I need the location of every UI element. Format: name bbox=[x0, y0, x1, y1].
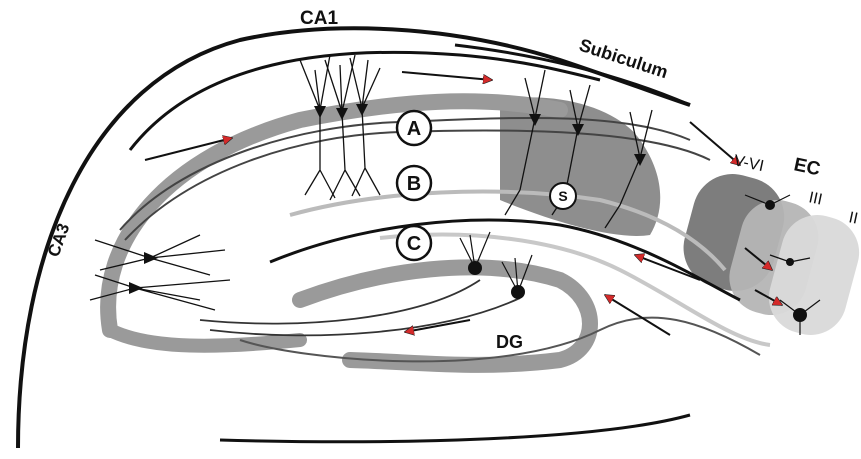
arrow-dg-to-ca3 bbox=[405, 320, 470, 332]
flow-arrows bbox=[145, 72, 782, 335]
label-ca3: CA3 bbox=[44, 221, 73, 259]
arrow-ec-to-dg-2 bbox=[605, 295, 670, 335]
pathway-marker-b: B bbox=[397, 166, 431, 200]
pathway-label-a: A bbox=[407, 118, 421, 140]
label-dg: DG bbox=[496, 332, 523, 352]
label-ec: EC bbox=[792, 154, 822, 180]
label-layer-iii: III bbox=[807, 189, 824, 208]
dg-granule-cell-2 bbox=[511, 285, 525, 299]
label-layer-ii: II bbox=[847, 209, 859, 227]
label-ca1: CA1 bbox=[300, 8, 338, 29]
right-lower-outline bbox=[220, 415, 690, 442]
dentate-layer-band bbox=[300, 267, 590, 365]
pathway-marker-c: C bbox=[397, 226, 431, 260]
pathway-marker-a: A bbox=[397, 111, 431, 145]
label-layer-v-vi: V-VI bbox=[732, 152, 765, 175]
label-subiculum: Subiculum bbox=[577, 35, 671, 82]
ec-neuron-ii bbox=[793, 308, 807, 322]
ec-neuron-iii bbox=[786, 258, 794, 266]
ca3-band-lower bbox=[110, 330, 300, 346]
arrow-subiculum-to-ec bbox=[690, 122, 740, 165]
ec-neuron-v-vi bbox=[765, 200, 775, 210]
arrow-ca1-to-subiculum bbox=[402, 72, 492, 80]
pathway-label-b: B bbox=[407, 173, 421, 195]
pathway-label-c: C bbox=[407, 233, 421, 255]
subiculum-marker-label: S bbox=[558, 188, 567, 204]
subiculum-marker: S bbox=[550, 183, 576, 209]
dg-granule-cell-1 bbox=[468, 261, 482, 275]
